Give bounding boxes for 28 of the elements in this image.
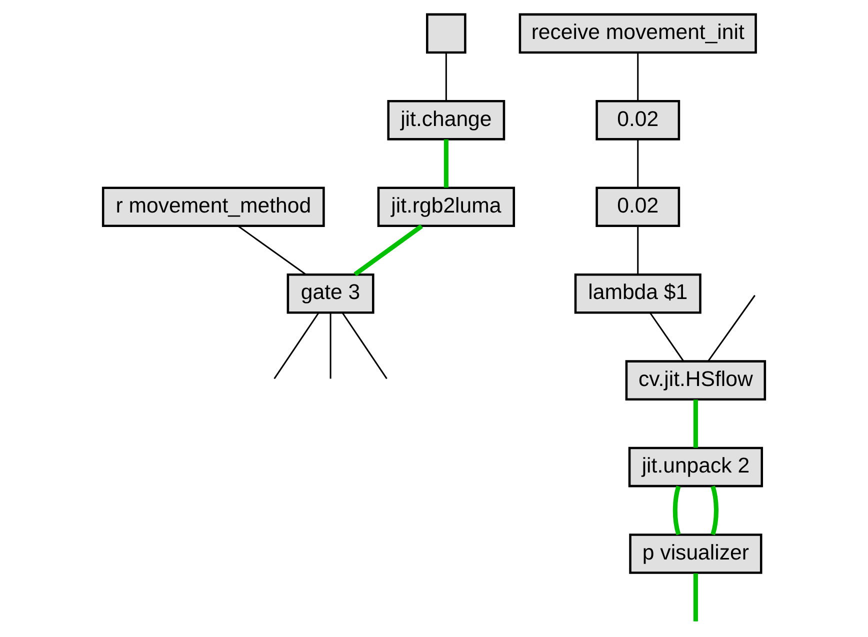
node-box: receive movement_init xyxy=(518,13,757,54)
connector xyxy=(354,224,423,276)
node-box: jit.rgb2luma xyxy=(377,186,516,228)
connector xyxy=(238,226,306,275)
connector xyxy=(672,486,681,536)
connector xyxy=(650,312,684,362)
connector xyxy=(637,139,639,188)
connector xyxy=(693,400,698,448)
node-box: r movement_method xyxy=(102,186,325,228)
connector xyxy=(445,52,447,101)
connector xyxy=(708,294,756,362)
connector xyxy=(637,226,639,274)
connector xyxy=(637,52,639,101)
connector xyxy=(710,486,718,536)
node-box: cv.jit.HSflow xyxy=(625,360,766,400)
node-box: 0.02 xyxy=(596,100,680,140)
node-box: jit.change xyxy=(387,100,506,140)
node-box: gate 3 xyxy=(286,273,374,314)
node-box: jit.unpack 2 xyxy=(628,446,763,488)
node-box: p visualizer xyxy=(629,534,762,574)
connector xyxy=(444,139,448,188)
node-box: lambda $1 xyxy=(574,273,702,314)
connector xyxy=(330,312,332,379)
connector xyxy=(342,312,388,380)
connector xyxy=(693,573,698,622)
node-box xyxy=(426,13,466,54)
connector xyxy=(274,312,320,380)
node-box: 0.02 xyxy=(596,186,680,228)
